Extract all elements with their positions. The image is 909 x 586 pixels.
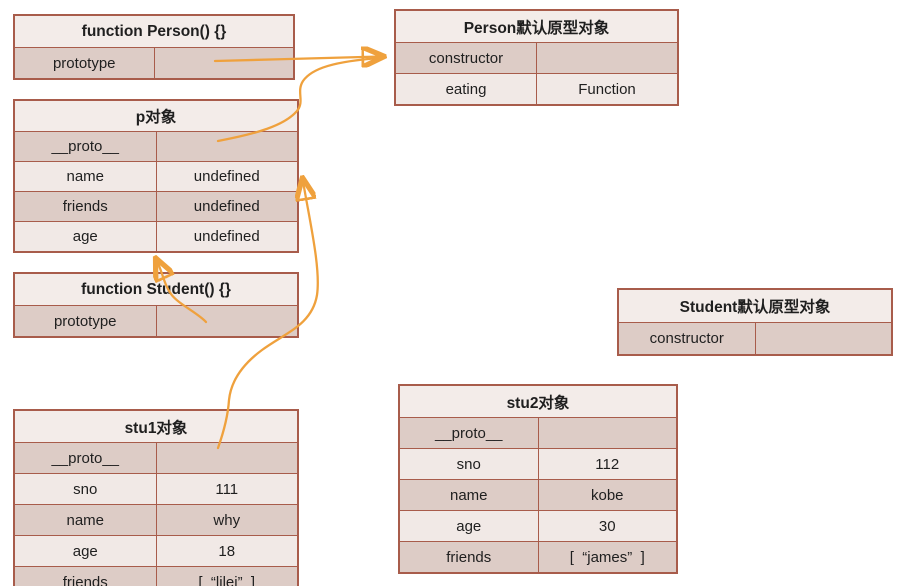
table-row: eating Function — [396, 73, 677, 104]
row-key: __proto__ — [51, 138, 120, 155]
row-value: 30 — [537, 511, 677, 541]
row-key: friends — [446, 548, 492, 566]
row-value: 112 — [537, 449, 677, 479]
row-key: name — [66, 511, 105, 529]
table-row: name why — [15, 504, 297, 535]
row-value: kobe — [537, 480, 677, 510]
row-key: prototype — [52, 54, 116, 72]
table-stu2-object: stu2对象 __proto__ sno 112 name kobe age 3… — [398, 384, 678, 574]
table-student-default-prototype: Student默认原型对象 constructor — [617, 288, 893, 356]
table-row: __proto__ — [400, 417, 676, 448]
row-key: age — [72, 542, 98, 560]
row-value: undefined — [155, 192, 298, 221]
table-title: function Person() {} — [15, 16, 293, 47]
table-title: Person默认原型对象 — [396, 11, 677, 42]
row-value: undefined — [155, 222, 298, 251]
row-key: eating — [445, 80, 487, 98]
row-key: name — [449, 486, 488, 504]
table-row: sno 112 — [400, 448, 676, 479]
row-value: Function — [536, 74, 677, 104]
row-key: age — [456, 517, 482, 535]
table-student-function: function Student() {} prototype — [13, 272, 299, 338]
row-key: __proto__ — [51, 449, 120, 467]
row-value — [155, 306, 298, 336]
table-row: name kobe — [400, 479, 676, 510]
table-row: constructor — [619, 322, 891, 354]
table-title: stu1对象 — [15, 411, 297, 442]
table-row: friends undefined — [15, 191, 297, 221]
table-row: age 18 — [15, 535, 297, 566]
row-key: sno — [456, 455, 481, 473]
row-key: name — [66, 168, 105, 185]
table-row: age undefined — [15, 221, 297, 251]
table-row: prototype — [15, 305, 297, 336]
row-key: __proto__ — [434, 424, 503, 442]
table-row: prototype — [15, 47, 293, 78]
table-person-function: function Person() {} prototype — [13, 14, 295, 80]
table-row: name undefined — [15, 161, 297, 191]
row-value: undefined — [155, 162, 298, 191]
row-value: [ “james” ] — [537, 542, 677, 572]
table-row: sno 111 — [15, 473, 297, 504]
row-value — [155, 443, 298, 473]
table-title: function Student() {} — [15, 274, 297, 305]
table-title: stu2对象 — [400, 386, 676, 417]
table-title: Student默认原型对象 — [619, 290, 891, 322]
row-value — [153, 48, 294, 78]
table-p-object: p对象 __proto__ name undefined friends und… — [13, 99, 299, 253]
row-key: constructor — [428, 49, 504, 67]
table-row: __proto__ — [15, 131, 297, 161]
table-row: friends [ “lilei” ] — [15, 566, 297, 586]
table-row: constructor — [396, 42, 677, 73]
row-value: why — [155, 505, 298, 535]
table-stu1-object: stu1对象 __proto__ sno 111 name why age 18… — [13, 409, 299, 586]
row-key: friends — [62, 198, 108, 215]
row-key: prototype — [53, 312, 117, 330]
table-row: __proto__ — [15, 442, 297, 473]
row-value: 18 — [155, 536, 298, 566]
table-row: age 30 — [400, 510, 676, 541]
row-key: constructor — [649, 330, 724, 347]
table-row: friends [ “james” ] — [400, 541, 676, 572]
row-key: age — [72, 228, 98, 245]
table-person-default-prototype: Person默认原型对象 constructor eating Function — [394, 9, 679, 106]
row-value: [ “lilei” ] — [155, 567, 298, 586]
row-key: sno — [73, 480, 98, 498]
row-value — [754, 323, 892, 354]
row-value — [155, 132, 298, 161]
row-value: 111 — [155, 474, 298, 504]
row-key: friends — [62, 573, 108, 586]
row-value — [536, 43, 677, 73]
table-title: p对象 — [15, 101, 297, 131]
row-value — [537, 418, 677, 448]
